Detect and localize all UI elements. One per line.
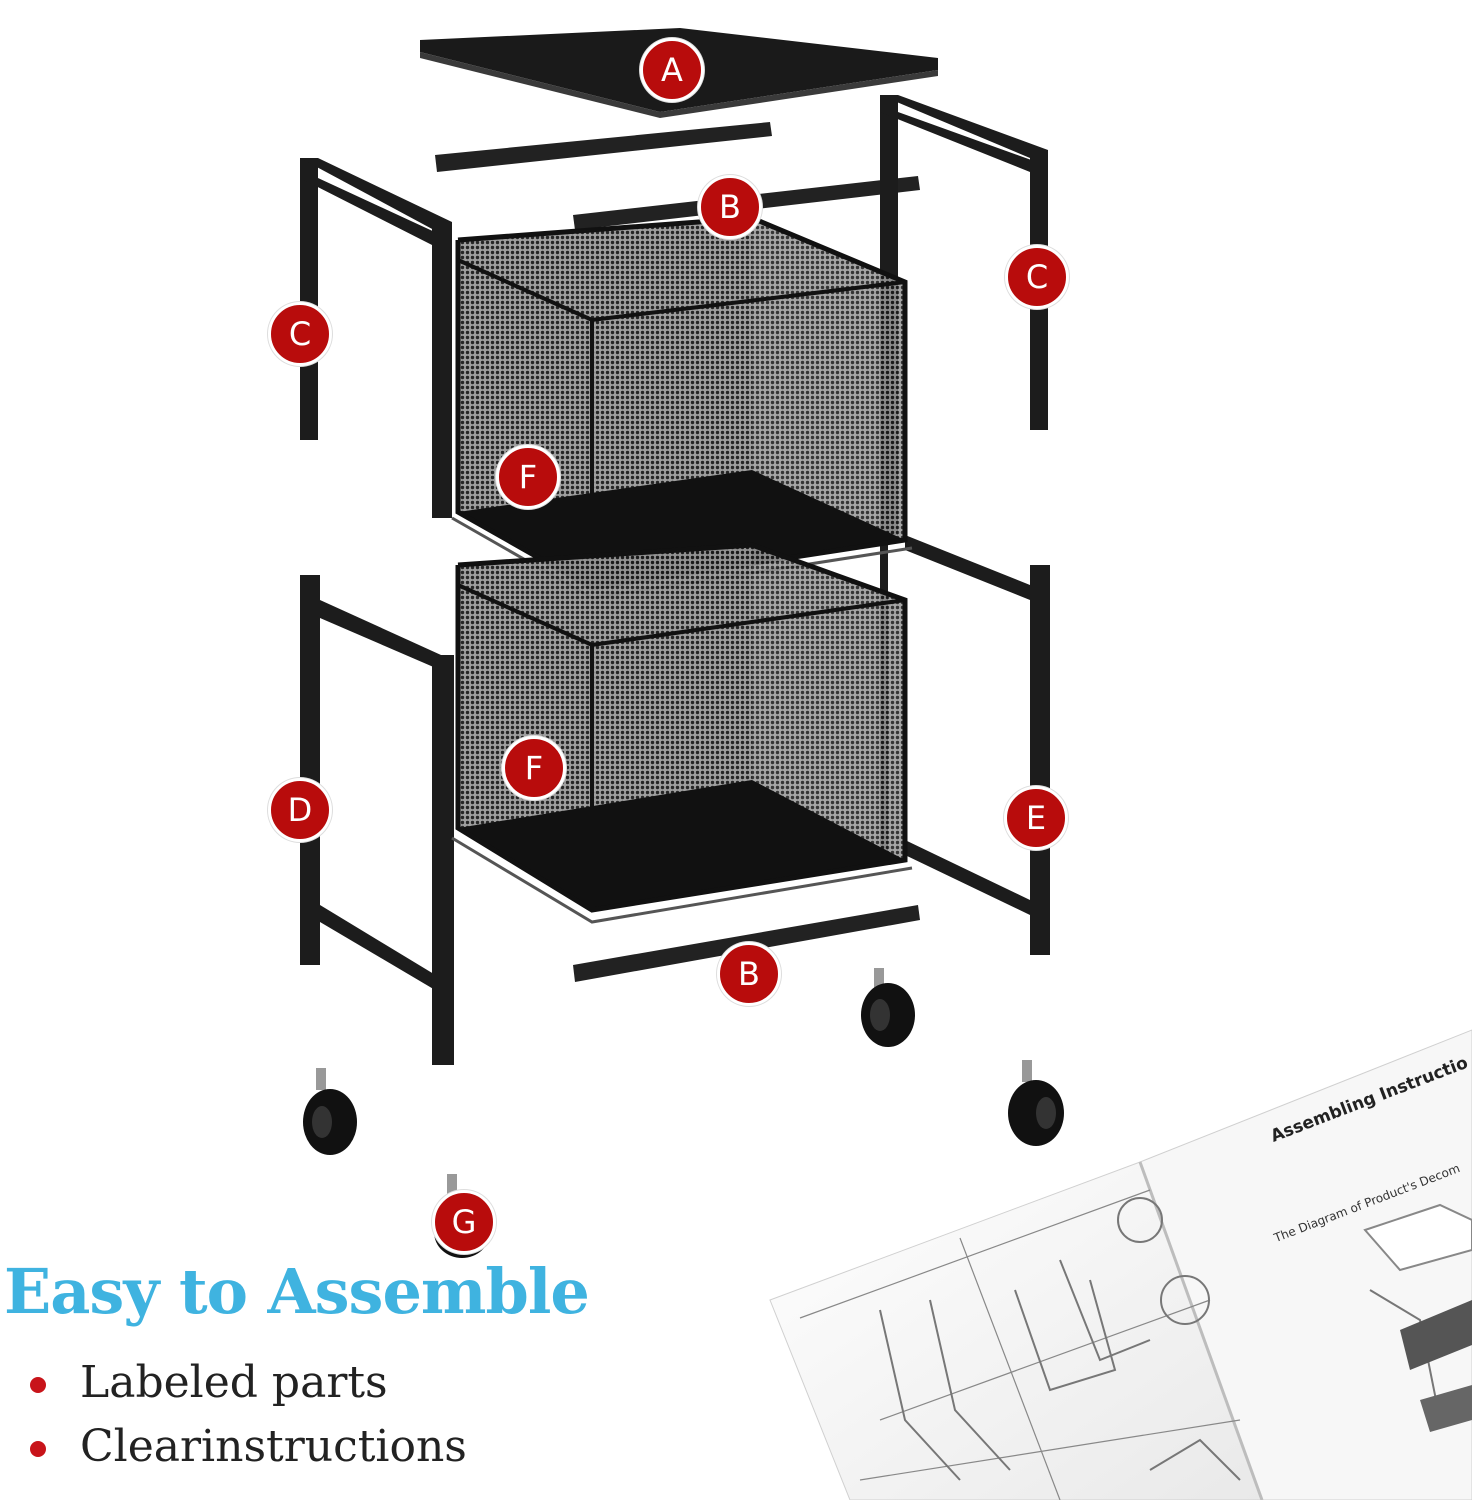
crossbar-top-front <box>435 122 772 172</box>
badge-c-right: C <box>1005 245 1069 309</box>
bullet-dot-icon <box>30 1377 46 1393</box>
caster-wheel-back-left <box>303 1068 357 1155</box>
badge-e: E <box>1004 786 1068 850</box>
feature-item: Clearinstructions <box>30 1419 467 1483</box>
upper-frame-left <box>300 158 452 518</box>
feature-text: Clearinstructions <box>80 1421 467 1472</box>
badge-f-top: F <box>496 445 560 509</box>
badge-g: G <box>432 1190 496 1254</box>
mesh-drawer-bottom <box>451 542 913 924</box>
badge-d: D <box>268 778 332 842</box>
feature-text: Labeled parts <box>80 1357 388 1408</box>
badge-b-bottom: B <box>717 942 781 1006</box>
caster-wheel-back-right <box>1008 1060 1064 1146</box>
feature-list: Labeled parts Clearinstructions <box>30 1355 467 1483</box>
badge-a: A <box>640 38 704 102</box>
bullet-dot-icon <box>30 1441 46 1457</box>
badge-b-top: B <box>698 175 762 239</box>
feature-item: Labeled parts <box>30 1355 467 1419</box>
instruction-manual <box>769 1029 1472 1500</box>
caster-wheel-front-right <box>861 968 915 1047</box>
headline: Easy to Assemble <box>4 1255 590 1328</box>
badge-c-left: C <box>268 302 332 366</box>
lower-frame-left <box>300 575 454 1065</box>
mesh-drawer-top <box>451 215 913 600</box>
badge-f-bottom: F <box>502 736 566 800</box>
